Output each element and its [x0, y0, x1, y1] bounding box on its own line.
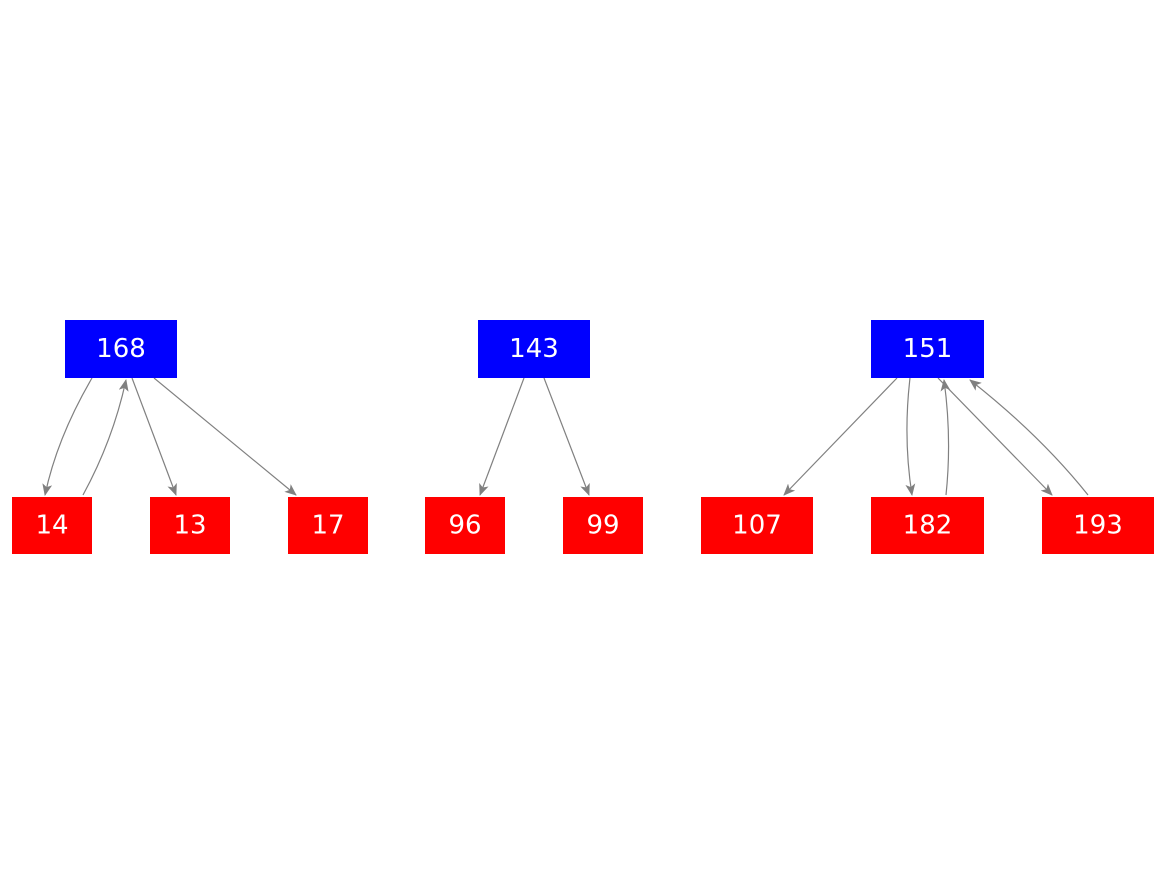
edge-151-to-193 [937, 377, 1053, 496]
node-box [65, 320, 177, 378]
edge-182-to-151 [940, 379, 951, 496]
node-13: 13 [150, 497, 230, 554]
edge-168-to-17 [153, 377, 297, 496]
node-label: 14 [35, 511, 68, 541]
node-box [1042, 497, 1154, 554]
edge-151-to-182 [905, 377, 916, 496]
node-box [701, 497, 813, 554]
node-168: 168 [65, 320, 177, 378]
edges-layer [42, 377, 1089, 496]
node-17: 17 [288, 497, 368, 554]
node-label: 107 [732, 511, 782, 541]
node-box [12, 497, 92, 554]
node-label: 17 [311, 511, 344, 541]
edge-168-to-14 [42, 377, 93, 496]
node-label: 96 [448, 511, 481, 541]
node-box [563, 497, 643, 554]
node-box [425, 497, 505, 554]
node-label: 182 [903, 511, 953, 541]
node-box [288, 497, 368, 554]
node-label: 193 [1073, 511, 1123, 541]
edge-193-to-151 [969, 379, 1089, 496]
node-96: 96 [425, 497, 505, 554]
nodes-layer: 168 14 13 17 143 96 99 151 107 182 193 [12, 320, 1154, 554]
edge-14-to-168 [82, 379, 129, 496]
node-box [871, 497, 984, 554]
node-box [478, 320, 590, 378]
node-14: 14 [12, 497, 92, 554]
edge-143-to-99 [543, 377, 590, 496]
node-label: 151 [903, 334, 953, 364]
node-193: 193 [1042, 497, 1154, 554]
edge-168-to-13 [131, 377, 177, 496]
node-151: 151 [871, 320, 984, 378]
edge-143-to-96 [479, 377, 525, 496]
node-label: 168 [96, 334, 146, 364]
node-box [871, 320, 984, 378]
node-label: 143 [509, 334, 559, 364]
node-label: 13 [173, 511, 206, 541]
node-label: 99 [586, 511, 619, 541]
node-99: 99 [563, 497, 643, 554]
edge-151-to-107 [783, 377, 898, 496]
node-107: 107 [701, 497, 813, 554]
node-143: 143 [478, 320, 590, 378]
node-box [150, 497, 230, 554]
node-182: 182 [871, 497, 984, 554]
